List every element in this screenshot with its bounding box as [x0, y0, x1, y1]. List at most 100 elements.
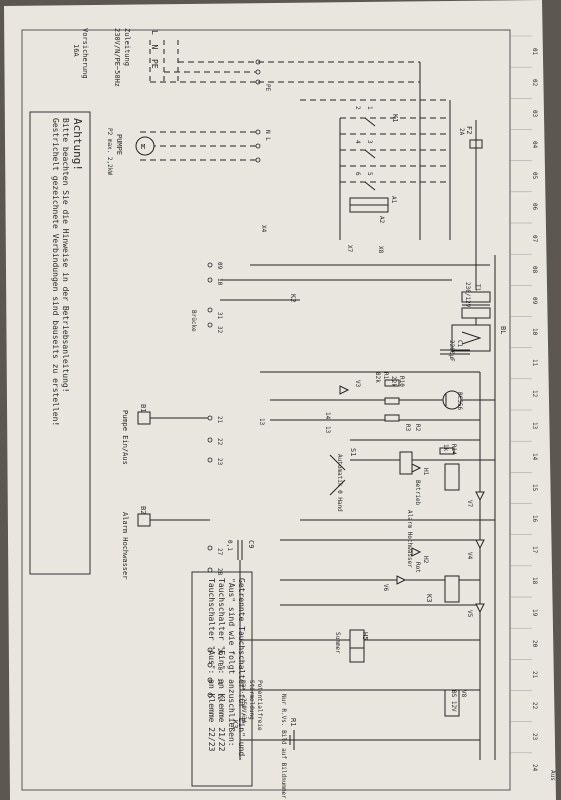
transformer-rectifier	[440, 255, 491, 355]
column-number: 24	[531, 764, 538, 772]
label-r14-val: 1k	[442, 444, 449, 452]
terminal-10: 10	[216, 278, 223, 286]
column-number: 23	[531, 733, 538, 741]
notice-line2: Gestrichelt gezeichnete Verbindungen sin…	[51, 118, 61, 427]
notice-title: Achtung!	[71, 118, 84, 171]
label-h5: H5	[361, 632, 369, 641]
k1-contact-5: 5	[366, 172, 373, 176]
label-r10: R10	[398, 376, 405, 387]
column-number: 08	[531, 265, 538, 273]
k1-contact-3: 3	[366, 140, 373, 144]
label-b1: B1	[139, 404, 147, 413]
label-v9: BC556	[456, 392, 463, 411]
relay-coils	[349, 451, 460, 717]
terminal-12: 12	[216, 693, 223, 701]
label-r1: R1	[382, 372, 389, 380]
label-s1-txt: Automatik 0 Hand	[336, 454, 343, 512]
column-number: 09	[531, 296, 538, 305]
column-number: 13	[531, 421, 538, 429]
supply-wiring	[140, 40, 258, 161]
column-number: 22	[531, 702, 538, 710]
terminal-30: 30	[216, 663, 223, 671]
dc-buses	[220, 255, 496, 760]
terminal-28: 28	[216, 568, 223, 576]
terminal-strip-lower	[207, 262, 213, 698]
k1-contact-4: 4	[354, 140, 361, 144]
label-alarm-hw: Alarm Hochwasser	[121, 512, 129, 580]
label-bruecke: Brücke	[190, 310, 197, 332]
column-grid	[510, 35, 532, 754]
pump-power: P2 max. 2,2kW	[106, 128, 113, 175]
label-s1: S1	[349, 448, 357, 457]
label-f2: F2	[465, 126, 473, 135]
column-number: 01	[531, 47, 538, 55]
label-alarm-txt: Alarm Hochwasser	[406, 510, 413, 568]
resistors	[384, 379, 455, 455]
label-pot-sub: Störmeldung	[248, 680, 255, 720]
label-r-val: 82k	[374, 372, 381, 383]
column-number: 21	[531, 670, 538, 679]
column-number: 11	[531, 359, 538, 367]
note-right-line4: Tauchschalter "Aus": an Klemme 22/23	[207, 578, 216, 752]
label-v8: V8	[460, 690, 467, 698]
label-t1-val: 230/12V	[464, 282, 471, 308]
label-x4: X4	[260, 225, 267, 233]
label-b2: B2	[139, 506, 147, 515]
label-pumpe-einaus: Pumpe Ein/Aus	[121, 410, 129, 465]
switch-and-sensors	[137, 411, 365, 750]
label-x7: X7	[346, 245, 353, 253]
k1-contact-14: 14	[324, 412, 331, 420]
note-right-text: Getrennte Tauchschalter für "Ein" und "A…	[206, 578, 246, 756]
terminal-21: 21	[216, 416, 223, 424]
label-v4: V4	[466, 552, 473, 560]
column-number: 02	[531, 78, 538, 86]
terminal-31: 31	[216, 312, 223, 320]
label-v8-val: BS 12V	[450, 690, 457, 712]
supply-title: Zuleitung	[123, 28, 131, 66]
column-number: 17	[531, 546, 538, 554]
led-indicators	[411, 463, 422, 557]
notice-text: Achtung! Bitte beachten Sie die Hinweise…	[50, 118, 84, 426]
corner-text: Aus	[549, 770, 556, 781]
label-r10-val: 22k	[390, 376, 397, 387]
k1-coil-a1: A1	[390, 196, 397, 204]
terminal-13: 13	[258, 418, 265, 426]
column-number: 20	[531, 639, 538, 647]
note-right-box	[191, 571, 253, 787]
note-right-line1: Getrennte Tauchschalter für "Ein" und	[237, 578, 246, 757]
column-number: 03	[531, 109, 538, 118]
column-number: 07	[531, 234, 538, 242]
label-r3: R3	[404, 424, 411, 432]
column-number: 18	[531, 577, 538, 585]
terminal-23: 23	[216, 458, 223, 466]
terminal-pe: PE	[264, 84, 271, 92]
terminal-strip-x1	[255, 59, 261, 163]
k1-contact-13: 13	[324, 426, 331, 434]
column-number: 04	[531, 141, 538, 149]
k1-coil-a2: A2	[378, 216, 385, 224]
label-h5-txt: Summer	[334, 632, 341, 654]
label-r14: R14	[450, 444, 457, 455]
fuse-title: Vorsicherung	[81, 28, 89, 79]
column-number: 05	[531, 172, 538, 180]
label-h1: H1	[422, 468, 429, 476]
column-number: 12	[531, 390, 538, 398]
column-number: 14	[531, 452, 538, 460]
label-v3: V3	[354, 380, 361, 388]
column-number: 10	[531, 328, 538, 336]
notice-line1: Bitte beachten Sie die Hinweise in der B…	[61, 118, 71, 393]
label-h2: H2	[422, 556, 429, 564]
label-f2-val: 2A	[458, 128, 465, 136]
terminal-27: 27	[216, 548, 223, 556]
label-k2: K2	[289, 294, 297, 303]
terminal-22: 22	[216, 438, 223, 446]
label-x8: X8	[377, 246, 384, 254]
supply-spec: 230V/N/PE~50Hz	[113, 28, 121, 88]
pump-title: PUMPE	[115, 134, 123, 156]
k1-contact-1: 1	[366, 106, 373, 110]
label-k3: K3	[425, 594, 433, 603]
label-c9-val: 0,1	[226, 540, 233, 551]
label-c1: C1	[456, 340, 463, 348]
